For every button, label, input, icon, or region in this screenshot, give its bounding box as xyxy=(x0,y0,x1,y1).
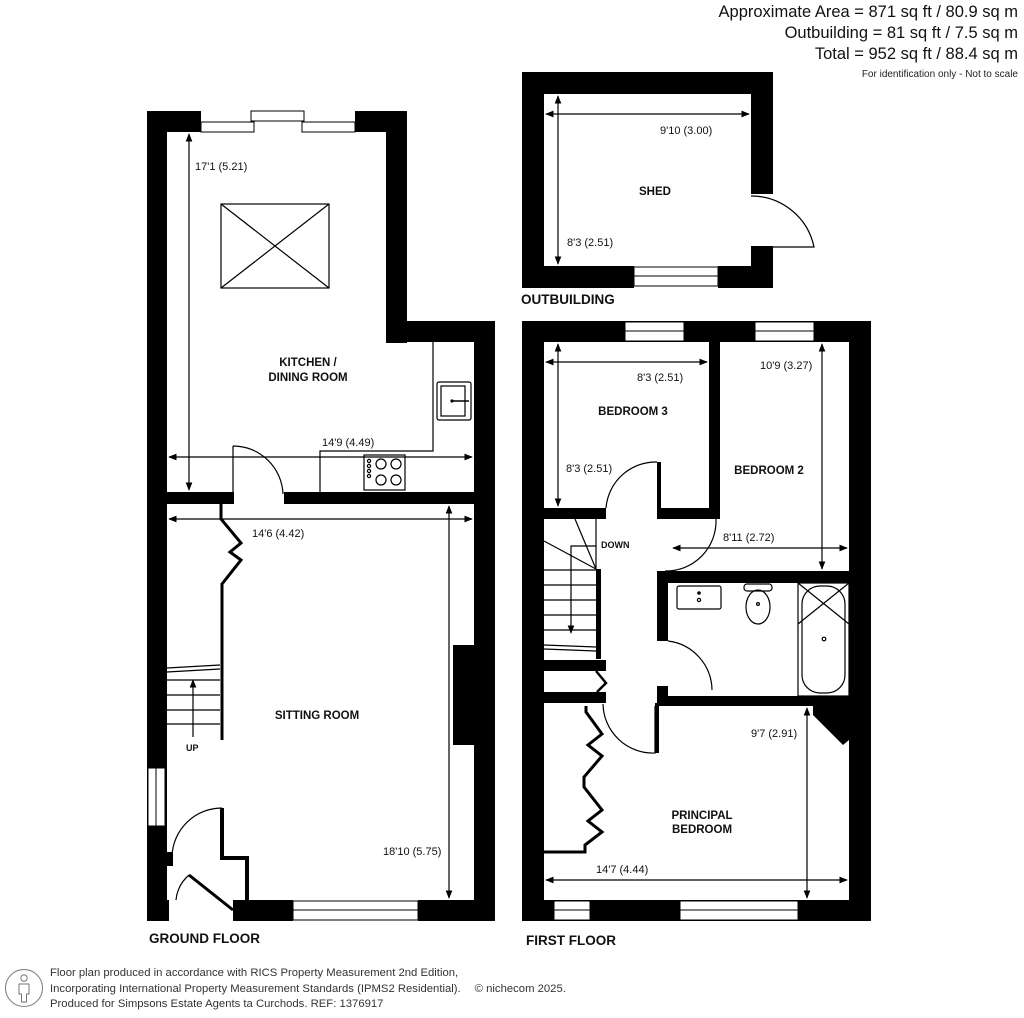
bedroom2-width-dimension: 8'11 (2.72) xyxy=(723,532,774,544)
sitting-width-dimension: 14'6 (4.42) xyxy=(252,528,304,540)
bedroom3-width-dimension: 8'3 (2.51) xyxy=(637,372,683,384)
kitchen-width-dimension: 14'9 (4.49) xyxy=(322,437,374,449)
ground-floor-plan: 17'1 (5.21) 14'9 (4.49) KITCHEN / DINING… xyxy=(147,110,495,946)
area-summary: Approximate Area = 871 sq ft / 80.9 sq m… xyxy=(719,2,1018,80)
kitchen-label: KITCHEN / xyxy=(279,357,337,369)
copyright: © nichecom 2025. xyxy=(474,982,566,995)
footer-line-2: Incorporating International Property Mea… xyxy=(50,982,461,995)
sitting-room-label: SITTING ROOM xyxy=(275,710,359,722)
first-floor-plan: DOWN 8'3 (2.51) 8'3 (2.51) BEDROOM 3 10'… xyxy=(522,321,871,948)
shed-length-dimension: 8'3 (2.51) xyxy=(567,237,613,249)
toilet-icon xyxy=(745,589,771,625)
total-area: Total = 952 sq ft / 88.4 sq m xyxy=(814,45,1018,63)
footer-line-3: Produced for Simpsons Estate Agents ta C… xyxy=(50,998,384,1010)
principal-bedroom-label-2: BEDROOM xyxy=(672,824,732,836)
stairs-down-label: DOWN xyxy=(601,540,630,550)
first-floor-label: FIRST FLOOR xyxy=(526,933,616,948)
kitchen-length-dimension: 17'1 (5.21) xyxy=(195,161,247,173)
principal-bedroom-label: PRINCIPAL xyxy=(671,810,732,822)
principal-width-dimension: 14'7 (4.44) xyxy=(596,864,648,876)
stairs-down: DOWN xyxy=(543,518,630,659)
basin-icon xyxy=(676,585,722,610)
wall xyxy=(147,111,167,921)
outbuilding-label: OUTBUILDING xyxy=(521,292,615,307)
bath-icon xyxy=(797,582,850,697)
outbuilding-plan: 9'10 (3.00) 8'3 (2.51) SHED OUTBUILDING xyxy=(521,72,815,307)
approximate-area: Approximate Area = 871 sq ft / 80.9 sq m xyxy=(718,3,1018,21)
person-icon xyxy=(5,969,43,1007)
identification-note: For identification only - Not to scale xyxy=(861,69,1018,80)
bedroom3-label: BEDROOM 3 xyxy=(598,406,668,418)
stairs-up-label: UP xyxy=(186,743,199,753)
ground-floor-label: GROUND FLOOR xyxy=(149,931,260,946)
bedroom3-length-dimension: 8'3 (2.51) xyxy=(566,463,612,475)
principal-length-dimension: 9'7 (2.91) xyxy=(751,728,797,740)
footer-line-1: Floor plan produced in accordance with R… xyxy=(50,967,459,979)
dining-room-label: DINING ROOM xyxy=(268,372,347,384)
sitting-length-dimension: 18'10 (5.75) xyxy=(383,846,441,858)
stairs-up: UP xyxy=(166,664,221,753)
shed-width-dimension: 9'10 (3.00) xyxy=(660,125,712,137)
shed-label: SHED xyxy=(639,186,671,198)
bedroom2-label: BEDROOM 2 xyxy=(734,465,804,477)
bedroom2-length-dimension: 10'9 (3.27) xyxy=(760,360,812,372)
skylight-icon xyxy=(220,203,330,289)
outbuilding-area: Outbuilding = 81 sq ft / 7.5 sq m xyxy=(784,24,1018,42)
footer: Floor plan produced in accordance with R… xyxy=(0,966,566,1013)
